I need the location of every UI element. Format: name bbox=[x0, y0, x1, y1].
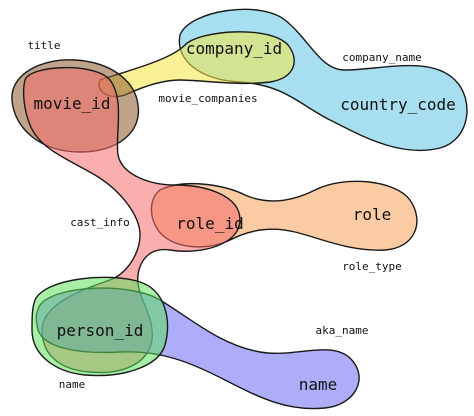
attr-company-id: company_id bbox=[186, 39, 282, 58]
attr-movie-id: movie_id bbox=[33, 94, 110, 113]
aka-name-blob bbox=[31, 276, 169, 377]
rel-aka-name: aka_name bbox=[316, 324, 369, 337]
attr-country-code: country_code bbox=[340, 95, 456, 114]
rel-name: name bbox=[59, 378, 86, 391]
rel-title: title bbox=[27, 39, 60, 52]
rel-movie-companies: movie_companies bbox=[158, 92, 257, 105]
attr-role-id: role_id bbox=[176, 214, 243, 233]
attr-person-id: person_id bbox=[57, 321, 144, 340]
attr-role: role bbox=[353, 205, 392, 224]
rel-cast-info: cast_info bbox=[70, 216, 130, 229]
rel-role-type: role_type bbox=[342, 260, 402, 273]
rel-company-name: company_name bbox=[342, 51, 421, 64]
attr-name: name bbox=[299, 375, 338, 394]
